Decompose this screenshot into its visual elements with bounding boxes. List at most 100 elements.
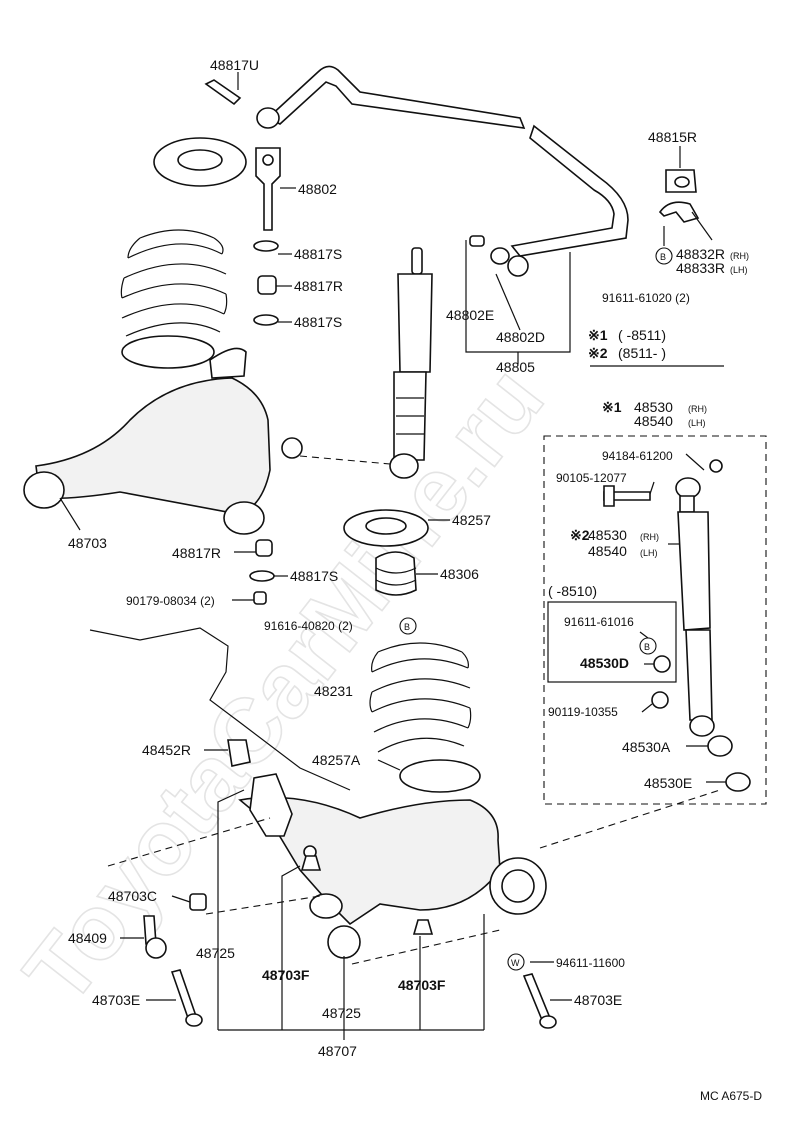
note1-text: ( -8511) bbox=[618, 327, 666, 343]
label-48703C: 48703C bbox=[108, 888, 157, 904]
label-48817S-a: 48817S bbox=[294, 246, 342, 262]
b-symbol-91611-61016: B bbox=[639, 637, 657, 655]
label-48707: 48707 bbox=[318, 1043, 357, 1059]
label-48817R-a: 48817R bbox=[294, 278, 343, 294]
label-48257A: 48257A bbox=[312, 752, 361, 768]
cones-48703F bbox=[300, 855, 434, 935]
label-8510: ( -8510) bbox=[548, 583, 597, 599]
link-cushions bbox=[253, 240, 279, 326]
label-48817U: 48817U bbox=[210, 57, 259, 73]
label-48802E: 48802E bbox=[446, 307, 494, 323]
label-48530-2: 48530 bbox=[588, 527, 627, 543]
label-48805: 48805 bbox=[496, 359, 535, 375]
rear-shock-subbox bbox=[547, 601, 677, 683]
spring-lower-seat bbox=[121, 335, 215, 369]
note2-text: (8511- ) bbox=[618, 345, 666, 361]
front-coil-spring bbox=[120, 229, 228, 337]
label-48703E-b: 48703E bbox=[574, 992, 622, 1008]
bolt-48409 bbox=[143, 915, 167, 959]
label-48530E: 48530E bbox=[644, 775, 692, 791]
frame-outline bbox=[89, 627, 351, 791]
label-48817S-c: 48817S bbox=[290, 568, 338, 584]
label-90179-08034: 90179-08034 (2) bbox=[126, 594, 215, 608]
label-48540-lh-side: (LH) bbox=[688, 418, 706, 428]
label-48530-2-side: (RH) bbox=[640, 532, 659, 542]
label-48530-rh-side: (RH) bbox=[688, 404, 707, 414]
label-91611-61016: 91611-61016 bbox=[564, 615, 634, 629]
note1-mark-shock: ※1 bbox=[602, 399, 622, 415]
dashed-leader-axle-left bbox=[107, 817, 271, 867]
label-48257: 48257 bbox=[452, 512, 491, 528]
label-48306: 48306 bbox=[440, 566, 479, 582]
label-48530D: 48530D bbox=[580, 655, 629, 671]
label-48530-rh: 48530 bbox=[634, 399, 673, 415]
dashed-leader-axle-mid bbox=[205, 895, 321, 915]
svg-text:B: B bbox=[644, 642, 650, 652]
label-91611-61020: 91611-61020 (2) bbox=[602, 291, 690, 305]
label-48832R: 48832R bbox=[676, 246, 725, 262]
label-48703E-a: 48703E bbox=[92, 992, 140, 1008]
upper-arm-48703 bbox=[23, 347, 303, 535]
bushing-48452R bbox=[227, 739, 251, 767]
dashed-leader-shock bbox=[299, 455, 391, 465]
label-48703: 48703 bbox=[68, 535, 107, 551]
front-shock-absorber bbox=[389, 247, 433, 479]
spring-seat-48257 bbox=[343, 509, 429, 547]
stabilizer-link-48802 bbox=[255, 147, 281, 231]
label-48725-b: 48725 bbox=[322, 1005, 361, 1021]
label-48802D: 48802D bbox=[496, 329, 545, 345]
dashed-leader-axle-end bbox=[539, 789, 721, 849]
label-90105-12077: 90105-12077 bbox=[556, 471, 627, 485]
label-48703F-a: 48703F bbox=[262, 967, 310, 983]
label-48832R-side: (RH) bbox=[730, 251, 749, 261]
label-48703F-b: 48703F bbox=[398, 977, 446, 993]
label-48815R: 48815R bbox=[648, 129, 697, 145]
svg-text:B: B bbox=[660, 252, 666, 262]
label-94184-61200: 94184-61200 bbox=[602, 449, 673, 463]
bolt-48703E-left bbox=[170, 969, 203, 1027]
svg-text:B: B bbox=[404, 622, 410, 632]
nut-48703C bbox=[189, 893, 207, 911]
note2-mark: ※2 bbox=[588, 345, 608, 361]
label-48409: 48409 bbox=[68, 930, 107, 946]
bolt-48703E-right bbox=[522, 973, 557, 1029]
label-48540-lh: 48540 bbox=[634, 413, 673, 429]
label-48725-a: 48725 bbox=[196, 945, 235, 961]
note1-mark: ※1 bbox=[588, 327, 608, 343]
label-48817R-b: 48817R bbox=[172, 545, 221, 561]
label-48452R: 48452R bbox=[142, 742, 191, 758]
label-48530A: 48530A bbox=[622, 739, 671, 755]
stabilizer-bushing-48815R bbox=[665, 169, 697, 193]
bushing-48817R bbox=[249, 539, 275, 605]
label-48540-2-side: (LH) bbox=[640, 548, 658, 558]
note2-mark-shock: ※2 bbox=[570, 527, 590, 543]
label-94611-11600: 94611-11600 bbox=[556, 956, 625, 970]
bolt-48817U bbox=[204, 79, 242, 106]
stabilizer-bracket-48832R bbox=[658, 201, 700, 223]
rear-spring-seat-48257A bbox=[399, 759, 481, 793]
svg-text:W: W bbox=[511, 958, 520, 968]
rear-shock-absorber bbox=[675, 459, 723, 737]
stabilizer-bar bbox=[256, 65, 629, 257]
link-end-48802D bbox=[469, 235, 529, 277]
label-91616-40820: 91616-40820 (2) bbox=[264, 619, 353, 633]
b-symbol-91611-61020: B bbox=[655, 226, 673, 265]
b-symbol-91616-40820: B bbox=[399, 617, 417, 635]
label-48802: 48802 bbox=[298, 181, 337, 197]
label-90119-10355: 90119-10355 bbox=[548, 705, 618, 719]
label-48833R: 48833R bbox=[676, 260, 725, 276]
w-symbol-94611: W bbox=[507, 953, 525, 971]
label-48231: 48231 bbox=[314, 683, 353, 699]
spring-seat-upper bbox=[153, 137, 247, 187]
leader-lines bbox=[59, 72, 726, 1040]
bolt-90105-12077 bbox=[603, 485, 651, 507]
label-48817S-b: 48817S bbox=[294, 314, 342, 330]
footer-code: MC A675-D bbox=[700, 1089, 762, 1103]
bump-stopper-48306 bbox=[375, 551, 417, 596]
dashed-leader-axle-right bbox=[351, 929, 501, 965]
rear-axle-housing bbox=[238, 796, 547, 926]
label-48833R-side: (LH) bbox=[730, 265, 748, 275]
rear-shock-dashed-box bbox=[543, 435, 767, 805]
label-48540-2: 48540 bbox=[588, 543, 627, 559]
